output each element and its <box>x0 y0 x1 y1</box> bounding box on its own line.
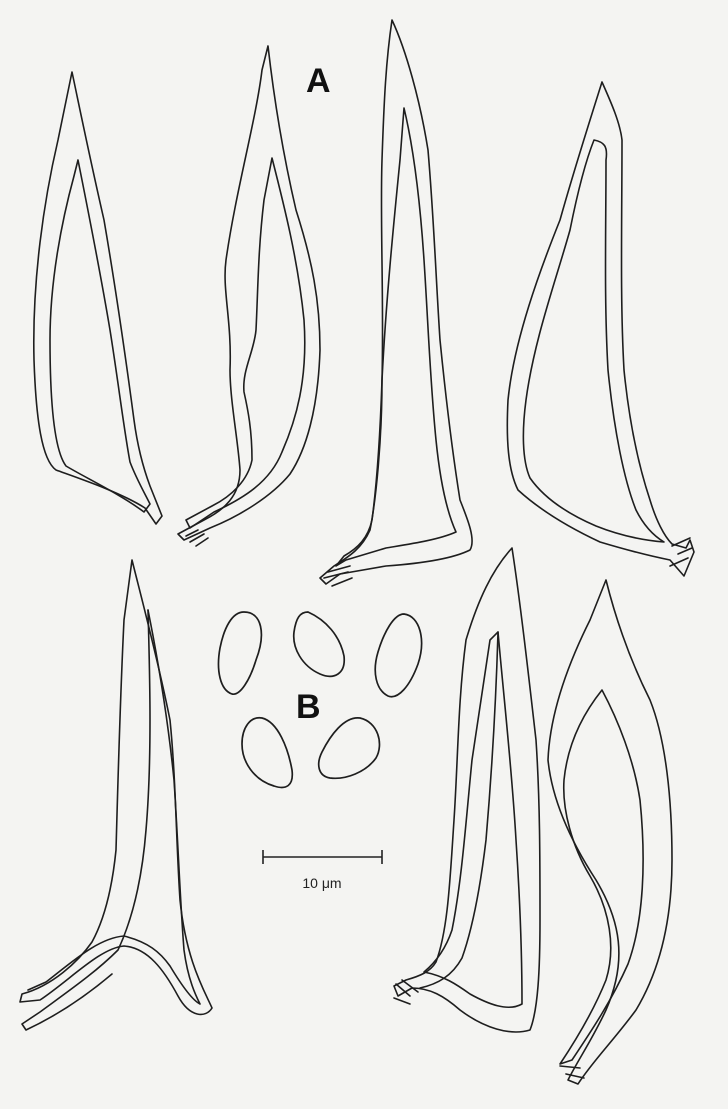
cystidium-1 <box>34 72 162 524</box>
cystidium-3 <box>320 20 472 586</box>
spore-5 <box>319 718 380 778</box>
cystidium-2 <box>178 46 320 546</box>
panel-label-a: A <box>306 62 331 100</box>
spore-2 <box>294 612 344 676</box>
cystidium-5 <box>20 560 212 1030</box>
scale-bar: 10 μm <box>263 850 382 891</box>
cystidium-4 <box>507 82 694 576</box>
panel-label-b: B <box>296 688 321 726</box>
spore-1 <box>219 612 262 694</box>
cystidium-7 <box>548 580 672 1084</box>
spore-4 <box>242 718 292 788</box>
spore-3 <box>375 614 421 697</box>
scale-bar-label: 10 μm <box>302 875 341 891</box>
